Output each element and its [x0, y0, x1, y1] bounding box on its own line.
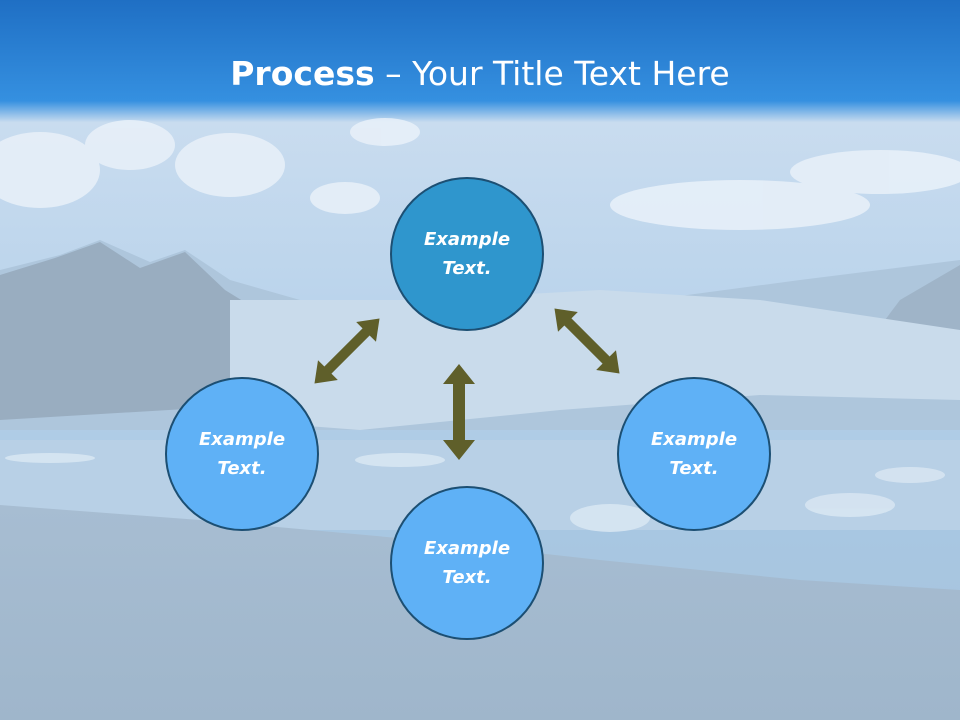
slide-title: Process – Your Title Text Here: [0, 50, 960, 98]
arrow-top-left: [314, 318, 380, 384]
node-label-line1: Example: [423, 538, 511, 559]
title-rest: – Your Title Text Here: [374, 54, 730, 93]
node-label-line1: Example: [198, 429, 286, 450]
arrow-top-bottom: [443, 364, 475, 460]
node-label-line2: Text.: [669, 458, 719, 479]
node-label-line2: Text.: [442, 567, 492, 588]
node-label-line1: Example: [650, 429, 738, 450]
node-label-line1: Example: [423, 229, 511, 250]
glacier: [230, 290, 960, 430]
node-label-line2: Text.: [442, 258, 492, 279]
clouds: [0, 118, 960, 230]
title-bold: Process: [230, 54, 375, 93]
node-label-line2: Text.: [217, 458, 267, 479]
arrow-top-right: [554, 308, 620, 374]
